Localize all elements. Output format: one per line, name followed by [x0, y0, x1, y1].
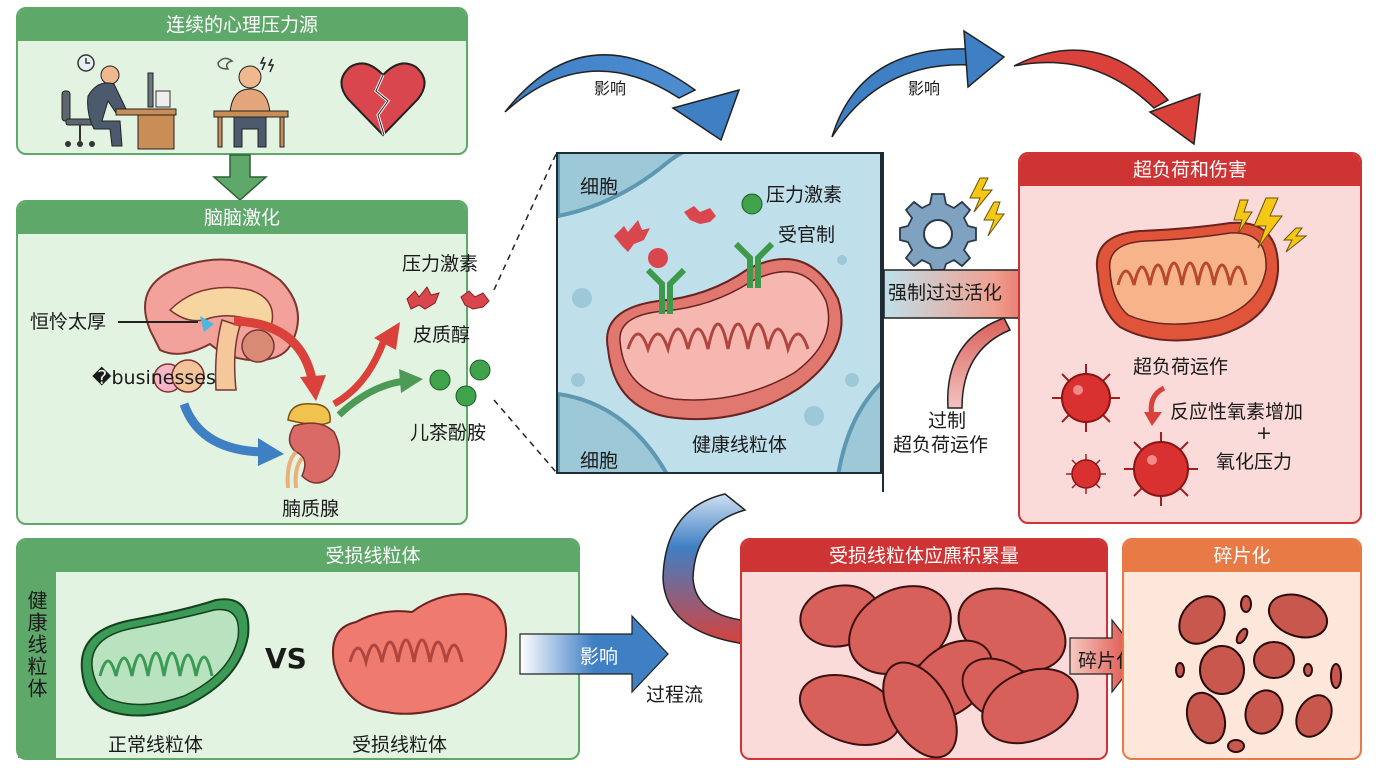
- overload-operation-label: 超负荷运作: [1133, 356, 1229, 378]
- bottom-influence-label: 影响: [580, 646, 619, 668]
- cell-label-bottom: 细胞: [580, 450, 619, 472]
- vs-label: VS: [265, 642, 307, 675]
- down-arrow: [212, 154, 268, 202]
- influence-label-left: 影响: [594, 79, 627, 98]
- stress-hormone-dot-icon: [741, 193, 763, 215]
- cortisol-label: 皮质醇: [413, 324, 471, 346]
- forced-activation-label: 强制过过活化: [888, 282, 1003, 304]
- broken-heart-icon: [340, 62, 426, 137]
- adrenal-label: 腩质腺: [282, 498, 340, 520]
- influence-arrow-left: [504, 54, 741, 142]
- stressors-panel: 连续的心理压力源: [16, 7, 468, 155]
- receptor-right-icon: [733, 241, 775, 288]
- adrenal-kidney-icon: [285, 403, 341, 489]
- normal-mitochondrion-icon: [80, 598, 250, 717]
- plus-sign: +: [1256, 422, 1272, 444]
- overload-feed-arrow: [947, 317, 1012, 409]
- pituitary-label: �businesses: [92, 367, 216, 389]
- catecholamine-arrow: [336, 369, 423, 418]
- healthy-mitochondrion-icon: [606, 258, 843, 420]
- gear-icon: [899, 193, 977, 271]
- catecholamines-label: 儿茶酚胺: [410, 422, 487, 444]
- brain-illustration-icon: [144, 258, 299, 391]
- fragmentation-panel: 碎片化: [1122, 538, 1362, 760]
- mitochondria-cluster-icon: [798, 584, 1079, 759]
- ros-particle-medium-icon: [1124, 432, 1198, 506]
- influence-arrow-right: [831, 29, 1006, 138]
- overdrive-label-1: 过制: [928, 410, 967, 432]
- brain-activation-panel: 脑脑激化: [16, 200, 468, 525]
- pituitary-gland-icon: [153, 359, 205, 393]
- damaged-mitochondrion-icon: [332, 592, 508, 715]
- stressors-title: 连续的心理压力源: [18, 9, 466, 41]
- bottom-influence-arrow: [519, 614, 669, 694]
- healthy-mitochondria-side-label: 健康线粒体: [24, 590, 48, 700]
- ros-particle-large-icon: [1052, 364, 1120, 432]
- brain-to-adrenal-arrow: [233, 316, 326, 401]
- damage-arrow-top: [1013, 49, 1201, 146]
- normal-mitochondrion-label: 正常线粒体: [108, 734, 204, 756]
- pituitary-to-adrenal-arrow: [179, 402, 284, 466]
- cortisol-molecules-icon: [406, 286, 490, 310]
- comparison-title: 受损线粒体: [18, 540, 578, 572]
- ros-particle-small-icon: [1066, 454, 1106, 494]
- healthy-mitochondrion-label: 健康线粒体: [692, 434, 788, 456]
- overload-damage-title: 超负荷和伤害: [1020, 154, 1360, 186]
- ros-increase-label: 反应性氧素增加: [1170, 401, 1304, 423]
- zoom-connector-lines: [493, 153, 557, 473]
- damaged-mitochondrion-label: 受损线粒体: [352, 734, 448, 756]
- accumulation-title: 受损线粒体应麃积累量: [742, 540, 1106, 572]
- receptor-label: 受官制: [778, 224, 836, 246]
- cell-flow-border: [882, 152, 884, 492]
- cortisol-molecules-cell-icon: [614, 206, 716, 268]
- damage-lightning-icon: [1233, 197, 1308, 253]
- oxidative-stress-label: 氧化压力: [1216, 451, 1293, 473]
- stress-hormones-label: 压力激素: [402, 253, 479, 275]
- fragmented-mitochondria-icon: [1175, 593, 1342, 753]
- cortisol-arrow: [332, 322, 400, 408]
- influence-label-right: 影响: [908, 79, 941, 98]
- hypothalamus-label: 恒怜太厚: [30, 311, 107, 333]
- cell-membranes: [558, 154, 880, 472]
- cell-closeup-panel: 细胞 压力激素 受官制 健康线粒体 细胞: [556, 152, 882, 474]
- cell-stress-hormone-label: 压力激素: [766, 184, 843, 206]
- brain-activation-title: 脑脑激化: [18, 202, 466, 234]
- comparison-side-bar: [18, 572, 56, 758]
- overworked-office-worker-icon: [61, 54, 177, 150]
- lightning-icon: [969, 177, 1005, 237]
- fragmentation-arrow-label: 碎片化: [1078, 650, 1136, 672]
- receptor-left-icon: [645, 267, 687, 314]
- catecholamine-molecules-icon: [429, 359, 491, 407]
- stressed-person-at-desk-icon: [213, 56, 289, 148]
- cell-label-top: 细胞: [580, 176, 619, 198]
- overdrive-label-2: 超负荷运作: [893, 434, 989, 456]
- fragmentation-title: 碎片化: [1124, 540, 1360, 572]
- hypothalamus-pointer: [118, 321, 198, 323]
- ros-arrow-icon: [1144, 385, 1166, 426]
- process-flow-label: 过程流: [646, 684, 704, 706]
- overloaded-mitochondrion-icon: [1095, 221, 1280, 342]
